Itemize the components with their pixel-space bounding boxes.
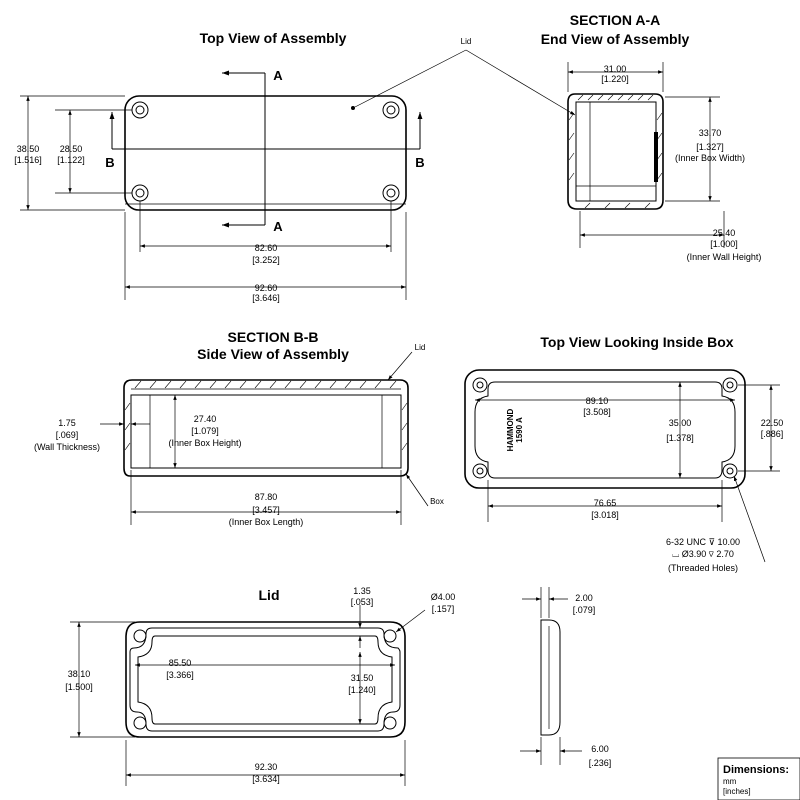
section-bb-subtitle: Side View of Assembly	[197, 346, 349, 362]
legend-title: Dimensions:	[723, 764, 789, 776]
dim-lid-height-mm: 38.10	[68, 669, 91, 679]
dim-aa-innerw-mm: 33.70	[699, 128, 722, 138]
dim-lid-lip-mm: 1.35	[353, 586, 371, 596]
dim-lid-length-mm: 92.30	[255, 762, 278, 772]
thread-note: (Threaded Holes)	[668, 563, 738, 573]
section-aa-title: SECTION A-A	[570, 12, 660, 28]
dim-top-length-in: [3.646]	[252, 293, 280, 303]
dim-top-holeh-mm: 82.60	[255, 243, 278, 253]
dim-in-holev-mm: 22.50	[761, 418, 784, 428]
bb-outer-shell	[123, 379, 409, 477]
aa-outer-shell	[567, 93, 664, 210]
corner-holes	[131, 101, 400, 202]
thread-spec-1: 6-32 UNC ⊽ 10.00	[666, 537, 740, 547]
dim-bb-wall-note: (Wall Thickness)	[34, 442, 100, 452]
dim-in-inner-mm: 35.00	[669, 418, 692, 428]
marker-a-bottom: A	[273, 219, 283, 234]
dim-side-thick-mm: 2.00	[575, 593, 593, 603]
dim-lid-length-in: [3.634]	[252, 774, 280, 784]
bb-inner-cavity	[130, 394, 402, 469]
dim-bb-wall-mm: 1.75	[58, 418, 76, 428]
section-bb-title: SECTION B-B	[228, 329, 319, 345]
dim-in-len-in: [3.508]	[583, 407, 611, 417]
lid-outer-outline	[125, 621, 406, 738]
lid-lip-outline	[129, 627, 401, 732]
dim-top-length-mm: 92.60	[255, 283, 278, 293]
lid-inner-recess	[137, 635, 393, 725]
section-bb: SECTION B-B Side View of Assembly 1.75 […	[34, 329, 444, 527]
dim-bb-innerh-in: [1.079]	[191, 426, 219, 436]
box-callout: Box	[430, 497, 444, 506]
dim-aa-width-in: [1.220]	[601, 74, 629, 84]
dim-bb-innerh-note: (Inner Box Height)	[168, 438, 241, 448]
dim-in-holeh-in: [3.018]	[591, 510, 619, 520]
threaded-holes	[472, 377, 738, 479]
top-view-title: Top View of Assembly	[200, 30, 347, 46]
dim-lid-hole-in: [.157]	[432, 604, 455, 614]
dim-bb-innerl-in: [3.457]	[252, 505, 280, 515]
inside-view: Top View Looking Inside Box HAMMOND 1590…	[464, 334, 784, 573]
dim-side-total-mm: 6.00	[591, 744, 609, 754]
hammond-label: HAMMOND	[506, 408, 515, 451]
dim-in-len-mm: 89.10	[586, 396, 609, 406]
section-aa: SECTION A-A End View of Assembly 31.00 […	[541, 12, 762, 262]
dim-lid-innerl-mm: 85.50	[169, 658, 192, 668]
dim-side-thick-in: [.079]	[573, 605, 596, 615]
lid-side-shape	[540, 619, 561, 736]
dim-top-height-mm: 38.50	[17, 144, 40, 154]
marker-b-left: B	[105, 155, 114, 170]
dim-lid-innerh-in: [1.240]	[348, 685, 376, 695]
dim-top-holeh-in: [3.252]	[252, 255, 280, 265]
dim-bb-innerl-mm: 87.80	[255, 492, 278, 502]
dim-aa-innerw-note: (Inner Box Width)	[675, 153, 745, 163]
dim-lid-innerl-in: [3.366]	[166, 670, 194, 680]
lid-view: Lid 1.35 [.053] Ø4.00 [.157] 38.10 [1.50…	[65, 586, 455, 786]
bb-hatching	[124, 380, 408, 451]
lid-title: Lid	[259, 587, 280, 603]
thread-spec-2: ⌴ Ø3.90 ⊽ 2.70	[672, 549, 734, 559]
dim-aa-wallh-in: [1.000]	[710, 239, 738, 249]
lid-callout-top: Lid	[461, 37, 472, 46]
dim-in-holev-in: [.886]	[761, 429, 784, 439]
dim-top-holev-mm: 28.50	[60, 144, 83, 154]
legend-unit-in: [inches]	[723, 787, 751, 796]
top-view-assembly: Top View of Assembly A A B B 38.50 [1.51…	[14, 30, 424, 303]
lid-side-profile: 2.00 [.079] 6.00 [.236]	[520, 587, 611, 768]
legend-unit-mm: mm	[723, 777, 737, 786]
dim-top-height-in: [1.516]	[14, 155, 42, 165]
dim-in-holeh-mm: 76.65	[594, 498, 617, 508]
dim-in-inner-in: [1.378]	[666, 433, 694, 443]
dim-lid-hole-mm: Ø4.00	[431, 592, 456, 602]
dimensions-legend: Dimensions: mm [inches]	[717, 757, 800, 800]
lid-callout-bb: Lid	[415, 343, 426, 352]
dim-aa-wallh-mm: 25.40	[713, 228, 736, 238]
dim-aa-innerw-in: [1.327]	[696, 142, 724, 152]
inside-outer-outline	[464, 369, 746, 489]
dim-side-total-in: [.236]	[589, 758, 612, 768]
dim-aa-wallh-note: (Inner Wall Height)	[687, 252, 762, 262]
inside-view-title: Top View Looking Inside Box	[540, 334, 733, 350]
marker-a-top: A	[273, 68, 283, 83]
dim-bb-innerl-note: (Inner Box Length)	[229, 517, 304, 527]
dim-lid-innerh-mm: 31.50	[351, 673, 374, 683]
dim-lid-lip-in: [.053]	[351, 597, 374, 607]
dim-aa-width-mm: 31.00	[604, 64, 627, 74]
dim-bb-innerh-mm: 27.40	[194, 414, 217, 424]
marker-b-right: B	[415, 155, 424, 170]
lid-point-dot	[351, 106, 355, 110]
dim-lid-height-in: [1.500]	[65, 682, 93, 692]
model-label: 1590 A	[515, 417, 524, 443]
section-aa-subtitle: End View of Assembly	[541, 31, 690, 47]
dim-top-holev-in: [1.122]	[57, 155, 85, 165]
lid-holes	[133, 629, 397, 730]
aa-hatching	[568, 94, 663, 209]
dim-bb-wall-in: [.069]	[56, 430, 79, 440]
